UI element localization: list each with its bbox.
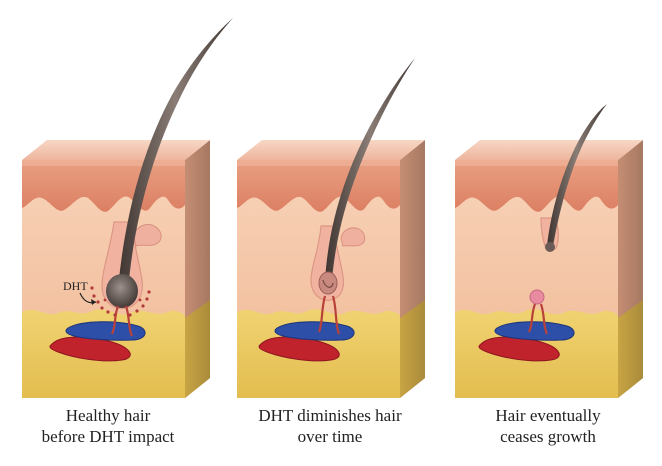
caption-line: DHT diminishes hair	[258, 406, 402, 425]
hair-shaft	[118, 18, 233, 290]
dht-label: DHT	[63, 279, 88, 293]
caption-ceased: Hair eventually ceases growth	[448, 405, 648, 447]
caption-healthy: Healthy hair before DHT impact	[8, 405, 208, 447]
hair-shaft	[547, 104, 607, 246]
dormant-papilla	[529, 289, 545, 305]
papilla-vessel	[527, 303, 549, 335]
panel-healthy: DHT	[22, 18, 233, 398]
panel-shrinking	[237, 58, 425, 398]
caption-shrinking: DHT diminishes hair over time	[230, 405, 430, 447]
caption-line: Healthy hair	[65, 406, 151, 425]
hair-bulb	[106, 274, 138, 308]
hair-shaft	[325, 58, 415, 280]
caption-line: ceases growth	[500, 427, 596, 446]
skin-top-surface	[22, 140, 210, 160]
skin-top-surface	[237, 140, 425, 160]
hair-bulb	[318, 271, 338, 295]
caption-line: over time	[297, 427, 363, 446]
vein	[494, 321, 575, 341]
panel-ceased	[455, 104, 643, 398]
epidermis-layer	[237, 160, 400, 212]
caption-line: Hair eventually	[495, 406, 601, 425]
vein	[65, 321, 146, 341]
papilla-vessel	[110, 305, 134, 337]
hair-bulb	[545, 242, 555, 252]
epidermis-layer	[455, 160, 618, 212]
papilla-vessel	[317, 295, 341, 335]
sebaceous-gland	[133, 223, 162, 247]
skin-top-surface	[455, 140, 643, 160]
caption-line: before DHT impact	[41, 427, 175, 446]
dht-particles	[90, 286, 151, 317]
sebaceous-gland	[340, 227, 366, 247]
